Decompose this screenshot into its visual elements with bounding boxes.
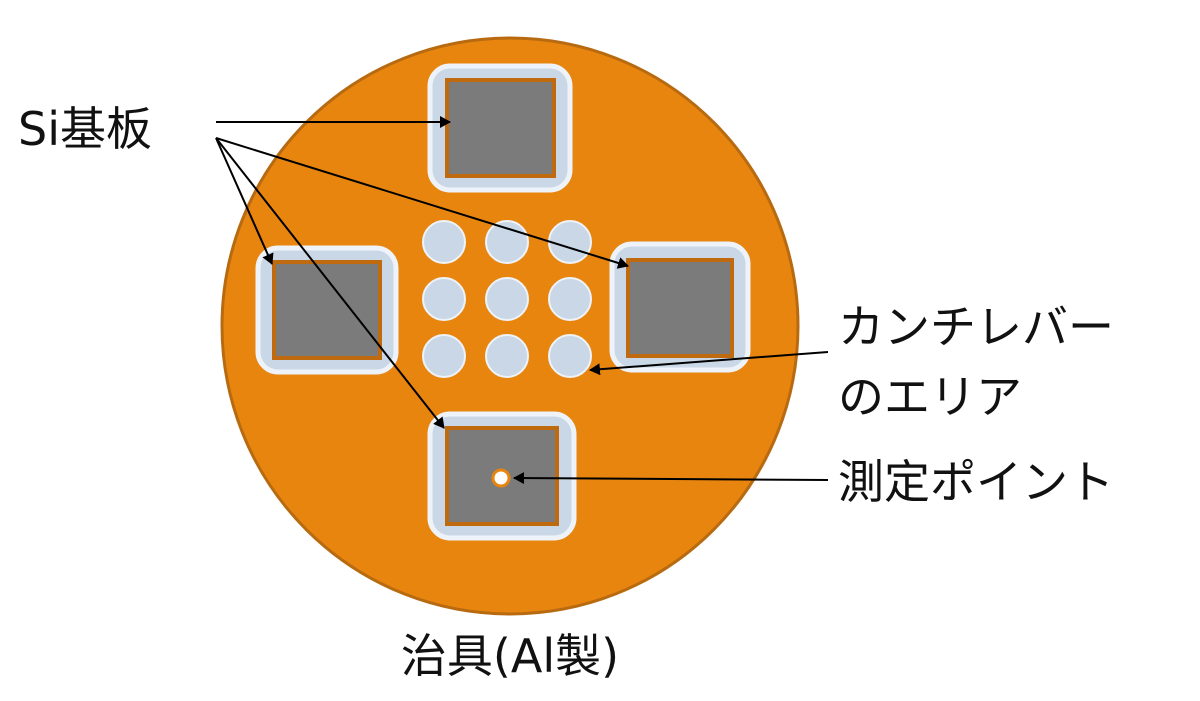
measurement-point-marker <box>491 468 511 488</box>
arrow-to-cantilever-area <box>589 351 829 376</box>
cantilever-hole <box>548 220 592 264</box>
si-substrate-arrows <box>215 116 629 429</box>
arrow-to-bottom-substrate <box>215 137 445 429</box>
cantilever-hole <box>485 334 529 378</box>
substrate-plate <box>445 78 556 178</box>
arrow-to-measurement-point <box>513 472 829 485</box>
label-cantilever-area-line1: カンチレバー <box>838 300 1114 354</box>
label-cantilever-area-line2: のエリア <box>838 370 1022 424</box>
cantilever-hole <box>422 220 466 264</box>
arrow-to-left-substrate <box>215 137 274 265</box>
cantilever-hole <box>485 277 529 321</box>
cantilever-hole <box>548 277 592 321</box>
cantilever-hole <box>548 334 592 378</box>
cantilever-hole <box>422 277 466 321</box>
jig-disk <box>220 36 800 616</box>
si-substrate-right <box>609 241 751 373</box>
si-substrate-top <box>427 63 573 193</box>
substrate-plate <box>272 260 382 360</box>
si-substrate-left <box>255 245 399 375</box>
arrow-to-right-substrate <box>215 137 629 269</box>
label-si-substrate: Si基板 <box>18 102 152 156</box>
label-jig: 治具(Al製) <box>401 629 619 683</box>
cantilever-hole <box>485 220 529 264</box>
label-measurement-point: 測定ポイント <box>838 455 1114 509</box>
cantilever-area <box>422 220 592 378</box>
substrate-plate <box>626 258 734 358</box>
cantilever-hole <box>422 334 466 378</box>
